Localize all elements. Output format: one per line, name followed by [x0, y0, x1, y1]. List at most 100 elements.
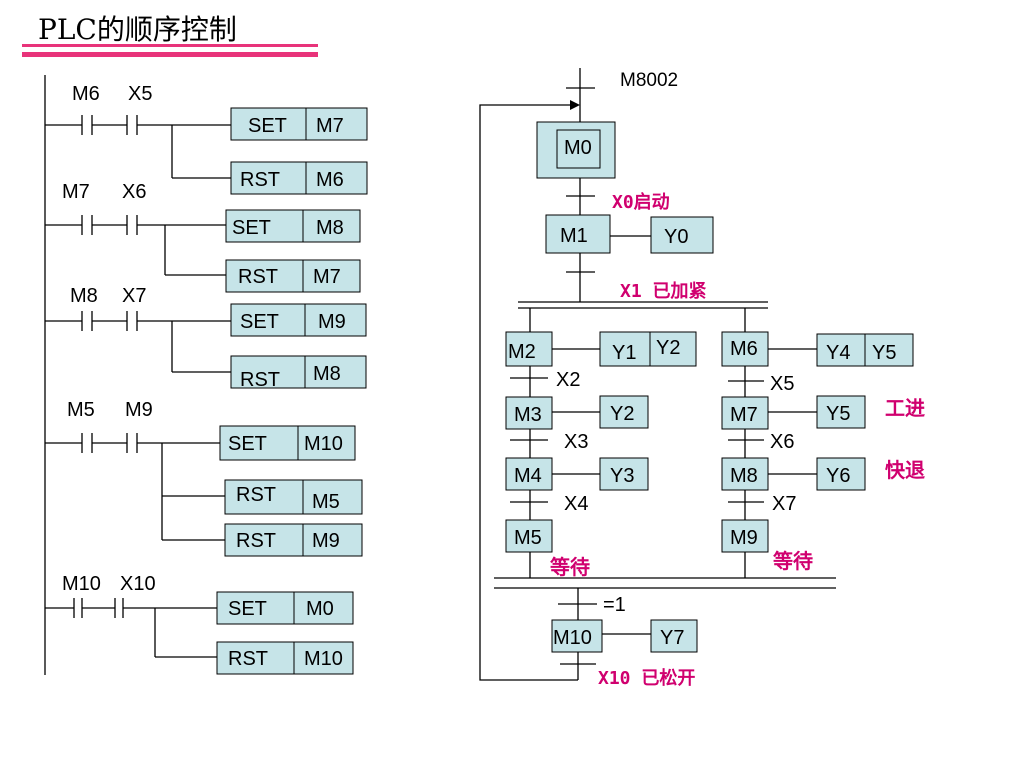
step-label: M0: [564, 137, 592, 159]
transition-label: X2: [556, 369, 580, 391]
step-label: M8: [730, 465, 758, 487]
transition-label: X4: [564, 493, 588, 515]
step-box: [505, 457, 553, 491]
ladder-diagram: M6 X5 SET M7 RST M6 M7 X6: [44, 75, 368, 675]
coil-target: M0: [306, 598, 334, 620]
coil-instruction-box: [225, 259, 361, 293]
coil-op: SET: [240, 311, 279, 333]
ladder-rung-1: M6 X5 SET M7 RST M6: [45, 83, 368, 195]
output-label: Y0: [664, 226, 688, 248]
ladder-rung-3: M8 X7 SET M9 RST M8: [45, 285, 367, 391]
output-label: Y6: [826, 465, 850, 487]
contact-label: M9: [125, 399, 153, 421]
contact-label: M10: [62, 573, 101, 595]
loop-back-line: [479, 104, 578, 681]
contact-label: M7: [62, 181, 90, 203]
contact-label: X10: [120, 573, 156, 595]
coil-op: SET: [228, 433, 267, 455]
coil-instruction-box: [230, 107, 368, 141]
coil-instruction-box: [230, 161, 368, 195]
coil-op: RST: [236, 484, 276, 506]
output-label: Y7: [660, 627, 684, 649]
contact-label: X6: [122, 181, 146, 203]
coil-target: M5: [312, 491, 340, 513]
ladder-rung-2: M7 X6 SET M8 RST M7: [45, 181, 361, 293]
step-label: M10: [553, 627, 592, 649]
coil-target: M8: [316, 217, 344, 239]
step-box: [721, 519, 769, 553]
step-box: [721, 457, 769, 491]
output-label: Y2: [610, 403, 634, 425]
output-label: Y1: [612, 342, 636, 364]
coil-instruction-box: [216, 591, 354, 625]
step-box: [505, 331, 553, 367]
title-underline: [22, 44, 318, 47]
coil-target: M6: [316, 169, 344, 191]
coil-op: SET: [228, 598, 267, 620]
init-condition-label: M8002: [620, 70, 678, 91]
output-box: [650, 619, 698, 653]
step-label: M9: [730, 527, 758, 549]
step-label: M3: [514, 404, 542, 426]
transition-label: X1 已加紧: [620, 281, 707, 302]
ladder-rung-4: M5 M9 SET M10 RST M5 RST M9: [45, 399, 363, 557]
transition-label: =1: [603, 594, 626, 616]
coil-target: M8: [313, 363, 341, 385]
output-box: [816, 457, 866, 491]
contact-label: X5: [128, 83, 152, 105]
output-box: [599, 331, 697, 367]
coil-op: SET: [232, 217, 271, 239]
transition-label: X6: [770, 431, 794, 453]
sfc-diagram: M8002 M0 X0启动 M1 Y0 X1 已加紧 M2 Y: [479, 68, 925, 689]
page-title: PLC的顺序控制: [38, 13, 237, 46]
coil-instruction-box: [219, 425, 356, 461]
coil-instruction-box: [224, 523, 363, 557]
step-label: M5: [514, 527, 542, 549]
annotation-label: 等待: [550, 555, 590, 579]
step-box: [721, 396, 769, 430]
transition-label: X7: [772, 493, 796, 515]
title-underline-lower: [22, 52, 318, 57]
transition-label: X10 已松开: [598, 667, 695, 689]
coil-op: RST: [240, 169, 280, 191]
coil-instruction-box: [230, 303, 367, 337]
sfc-left-branch: M2 Y1 Y2 X2 M3 Y2 X3 M4 Y3 X4 M5 等待: [505, 308, 697, 579]
step-label: M4: [514, 465, 542, 487]
output-box: [599, 395, 649, 429]
contact-label: X7: [122, 285, 146, 307]
transition-label: X3: [564, 431, 588, 453]
step-box: [505, 396, 553, 430]
ladder-rung-5: M10 X10 SET M0 RST M10: [45, 573, 354, 675]
step-label: M1: [560, 225, 588, 247]
coil-op: RST: [238, 266, 278, 288]
output-label: Y3: [610, 465, 634, 487]
coil-target: M10: [304, 648, 343, 670]
coil-instruction-box: [224, 479, 363, 515]
contact-label: M6: [72, 83, 100, 105]
annotation-label: 等待: [773, 549, 813, 573]
output-label: Y2: [656, 337, 680, 359]
step-box: [545, 214, 611, 254]
step-box: [551, 619, 603, 653]
coil-op: RST: [228, 648, 268, 670]
coil-target: M10: [304, 433, 343, 455]
transition-label: X5: [770, 373, 794, 395]
coil-instruction-box: [225, 209, 361, 243]
transition-label: X0启动: [612, 191, 670, 213]
output-box: [650, 216, 714, 254]
loop-arrowhead: [570, 100, 580, 110]
initial-step-box: [536, 121, 616, 179]
contact-label: M8: [70, 285, 98, 307]
annotation-label: 工进: [885, 396, 925, 420]
coil-instruction-box: [216, 641, 354, 675]
output-label: Y4: [826, 342, 850, 364]
output-label: Y5: [872, 342, 896, 364]
output-label: Y5: [826, 403, 850, 425]
sfc-right-branch: M6 Y4 Y5 X5 M7 Y5 工进 X6 M8 Y6 快退 X7: [721, 308, 925, 578]
coil-target: M9: [318, 311, 346, 333]
coil-instruction-box: [230, 355, 367, 389]
coil-op: SET: [248, 115, 287, 137]
coil-op: RST: [240, 369, 280, 391]
step-label: M2: [508, 341, 536, 363]
